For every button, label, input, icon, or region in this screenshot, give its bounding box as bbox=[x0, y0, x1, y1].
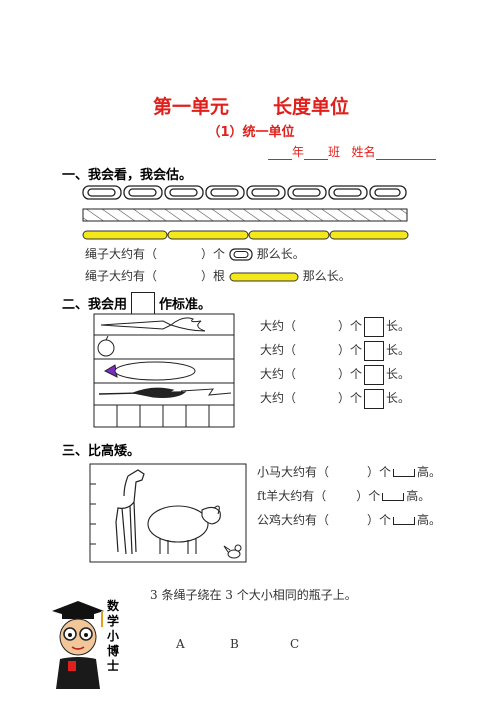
bracket-icon bbox=[382, 492, 405, 501]
square-icon bbox=[364, 388, 385, 409]
paperclip-icon bbox=[82, 185, 122, 200]
section3-rows: 小马大约有（）个高。 ft羊大约有（）个高。 公鸡大约有（）个高。 bbox=[257, 460, 441, 532]
paperclip-rope-figure bbox=[82, 185, 409, 240]
yellow-stick bbox=[329, 230, 409, 240]
produce-measure-figure bbox=[93, 313, 235, 428]
carrot-icon bbox=[100, 317, 206, 332]
section3-heading: 三、比高矮。 bbox=[62, 444, 141, 459]
grade-label: 年 bbox=[292, 145, 305, 159]
measure-row-2: 大约（）个长。 bbox=[260, 338, 410, 362]
apple-icon bbox=[97, 335, 115, 357]
paperclip-icon bbox=[246, 185, 286, 200]
paperclip-icon bbox=[328, 185, 368, 200]
height-row-3: 公鸡大约有（）个高。 bbox=[257, 513, 442, 527]
option-a: A bbox=[176, 637, 185, 651]
class-label: 班 bbox=[328, 145, 341, 159]
square-icon bbox=[364, 340, 385, 361]
square-icon bbox=[364, 364, 385, 385]
horse-icon bbox=[115, 469, 145, 555]
eggplant-icon bbox=[103, 361, 196, 381]
measure-row-4: 大约（）个长。 bbox=[260, 386, 410, 410]
paperclip-icon bbox=[164, 185, 204, 200]
paperclip-row bbox=[82, 185, 407, 200]
square-icon bbox=[364, 316, 385, 337]
bonus-problem-text: 3 条绳子绕在 3 个大小相同的瓶子上。 bbox=[150, 588, 357, 602]
paperclip-icon bbox=[369, 185, 407, 200]
paperclip-icon bbox=[205, 185, 245, 200]
yellow-stick-icon bbox=[229, 272, 299, 281]
class-blank[interactable] bbox=[304, 147, 329, 160]
name-blank[interactable] bbox=[375, 147, 436, 160]
yellow-stick bbox=[82, 230, 168, 240]
measure-row-3: 大约（）个长。 bbox=[260, 362, 410, 386]
rope-hatched bbox=[82, 208, 408, 222]
option-c: C bbox=[290, 637, 300, 651]
topic-title: 长度单位 bbox=[273, 96, 350, 118]
class-name-line: 年 班 姓名 bbox=[268, 143, 436, 160]
page-subtitle: （1）统一单位 bbox=[207, 125, 295, 140]
paperclip-icon bbox=[287, 185, 327, 200]
section2-rows: 大约（）个长。 大约（）个长。 大约（）个长。 大约（）个长。 bbox=[260, 314, 410, 410]
page-title: 第一单元 长度单位 bbox=[0, 92, 502, 119]
bracket-icon bbox=[393, 468, 416, 477]
math-doctor-label: 数 学 小 博 士 bbox=[107, 599, 120, 673]
bracket-icon bbox=[393, 516, 416, 525]
height-ticks bbox=[90, 483, 96, 545]
section1-heading: 一、我会看，我会估。 bbox=[62, 168, 193, 183]
sheep-icon bbox=[147, 505, 221, 554]
question-1-1: 绳子大约有（）个 那么长。 bbox=[85, 247, 305, 261]
option-b: B bbox=[230, 637, 239, 651]
question-1-2: 绳子大约有（）根 那么长。 bbox=[85, 269, 351, 283]
yellow-stick bbox=[167, 230, 249, 240]
unit-title: 第一单元 bbox=[152, 96, 229, 118]
rooster-icon bbox=[223, 544, 242, 559]
grid-columns bbox=[116, 405, 210, 427]
height-row-2: ft羊大约有（）个高。 bbox=[257, 489, 431, 503]
greens-icon bbox=[98, 387, 232, 398]
math-doctor-icon bbox=[52, 601, 104, 689]
yellow-stick bbox=[248, 230, 330, 240]
name-label: 姓名 bbox=[351, 145, 376, 159]
measure-row-1: 大约（）个长。 bbox=[260, 314, 410, 338]
grade-blank[interactable] bbox=[268, 147, 292, 160]
paperclip-icon bbox=[123, 185, 163, 200]
yellow-stick-row bbox=[82, 230, 409, 240]
animals-figure bbox=[89, 463, 247, 563]
height-row-1: 小马大约有（）个高。 bbox=[257, 465, 442, 479]
paperclip-icon bbox=[229, 248, 253, 261]
